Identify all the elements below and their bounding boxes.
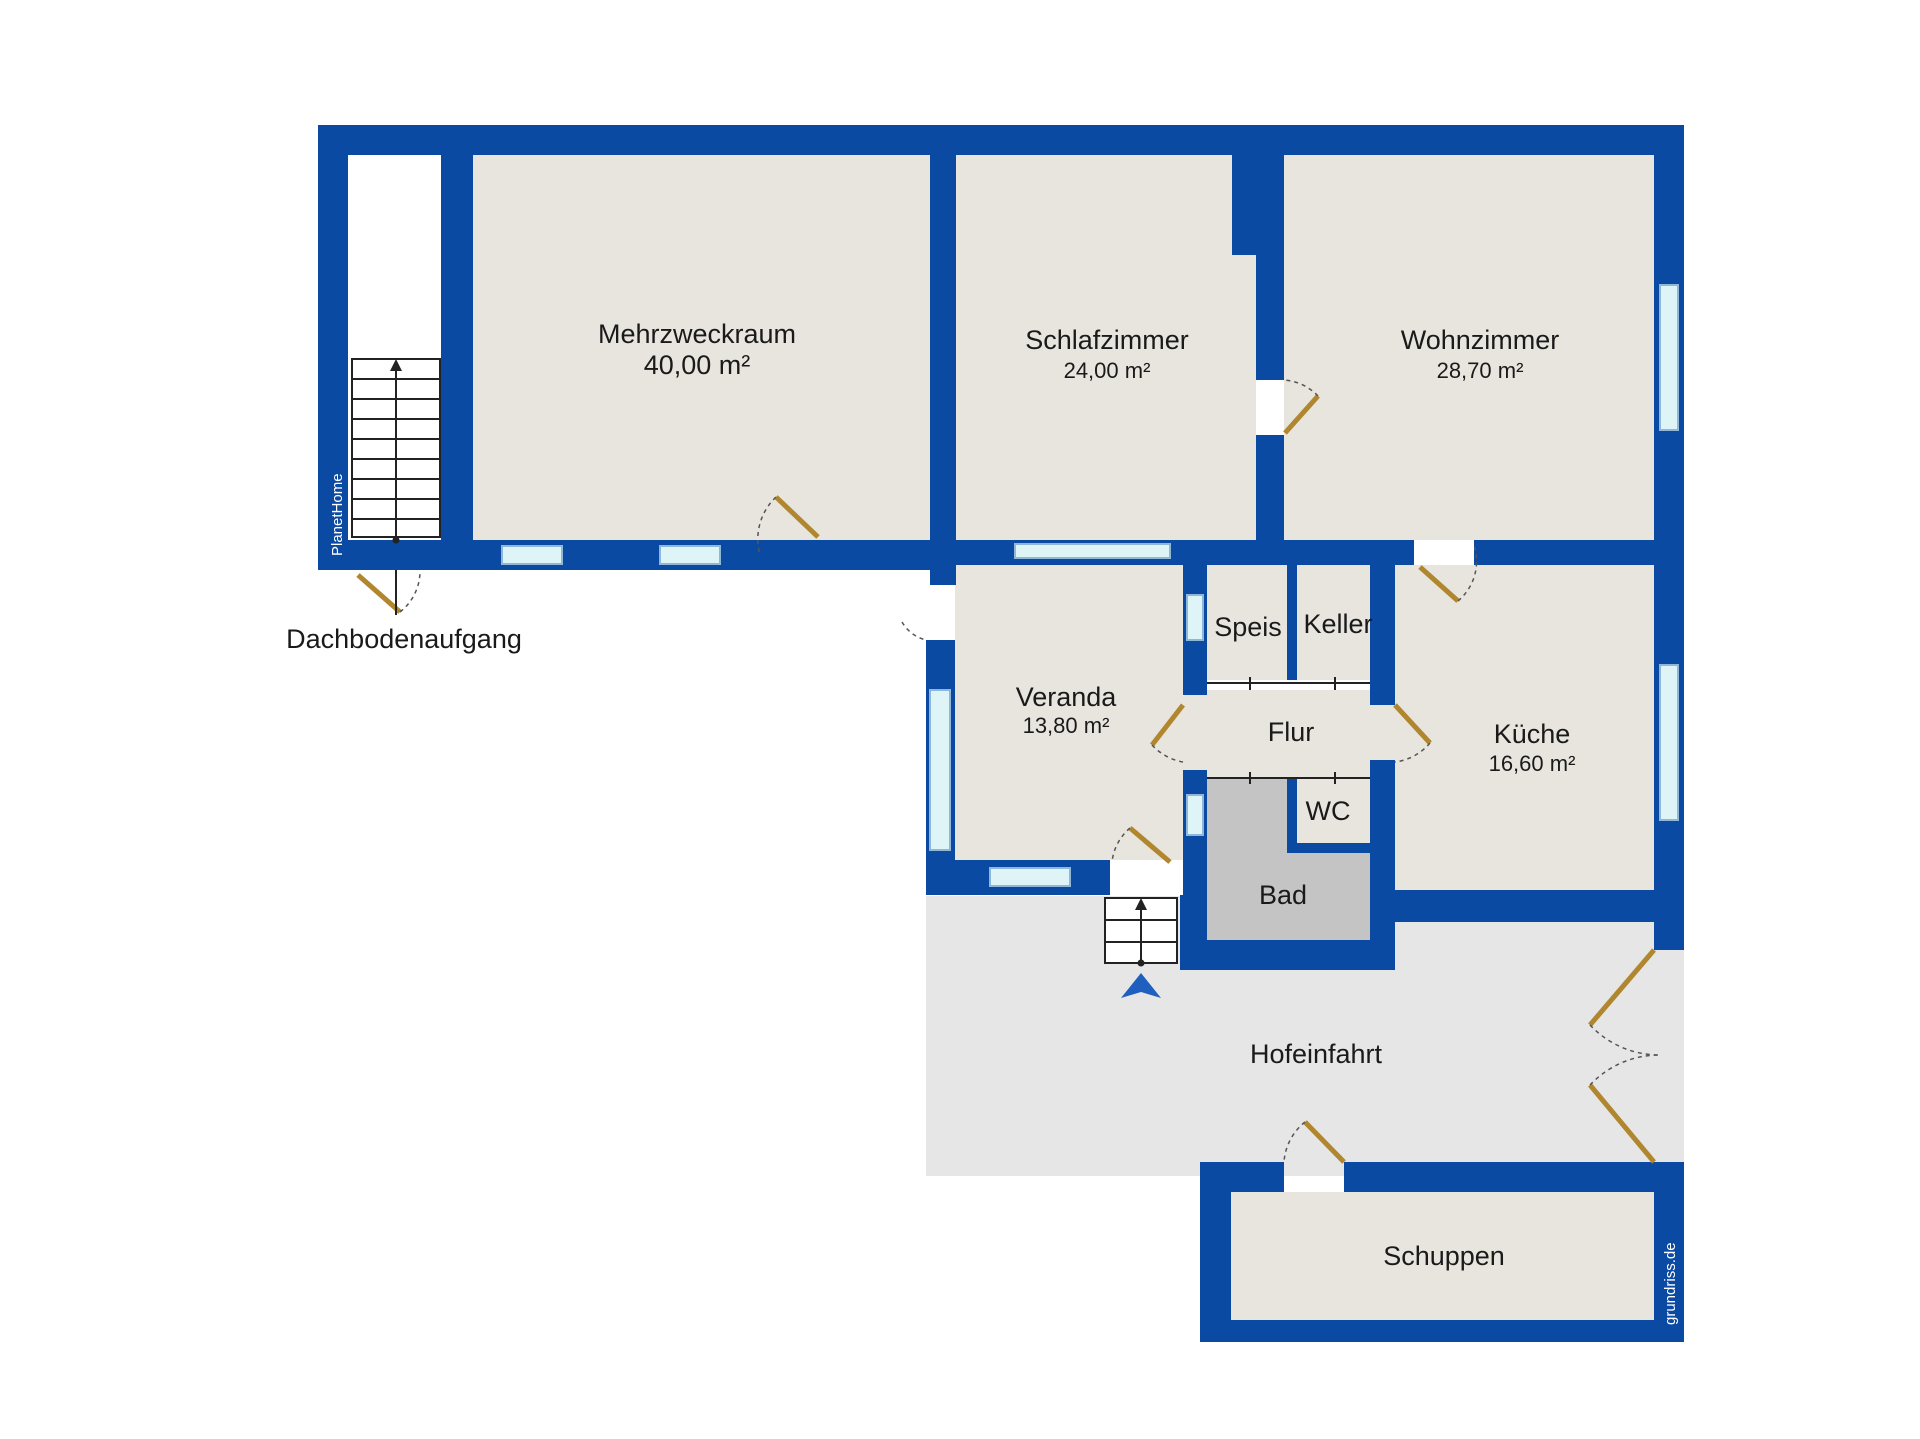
door — [1588, 1054, 1661, 1164]
windows — [501, 284, 1679, 887]
credit-left: PlanetHome — [329, 473, 346, 556]
room-name: Speis — [1214, 612, 1282, 642]
door — [900, 593, 928, 641]
room-name: Hofeinfahrt — [1250, 1039, 1383, 1069]
stair-landing — [348, 155, 441, 327]
door — [1283, 379, 1320, 435]
room-area: 16,60 m² — [1489, 751, 1576, 776]
mehrzweckraum-floor — [473, 155, 930, 540]
room-area: 24,00 m² — [1064, 358, 1151, 383]
room-name: Schlafzimmer — [1025, 325, 1189, 355]
room-name: Küche — [1494, 719, 1571, 749]
room-name: Wohnzimmer — [1401, 325, 1560, 355]
room-area: 13,80 m² — [1023, 713, 1110, 738]
schlafzimmer-floor — [956, 155, 1256, 540]
window — [929, 689, 951, 851]
window — [501, 545, 563, 565]
room-name: Bad — [1259, 880, 1307, 910]
veranda-floor — [955, 565, 1183, 860]
room-name: Mehrzweckraum — [598, 319, 796, 349]
entrance-arrow-icon — [1121, 973, 1161, 998]
door — [1111, 826, 1172, 864]
kueche-floor — [1395, 565, 1654, 890]
window — [1014, 543, 1171, 559]
room-name: WC — [1306, 796, 1351, 826]
window — [1186, 794, 1204, 836]
room-area: 28,70 m² — [1437, 358, 1524, 383]
schuppen-floor — [1231, 1192, 1654, 1320]
doors — [356, 379, 1661, 1164]
credit-right: grundriss.de — [1662, 1242, 1679, 1325]
room-floors — [348, 155, 1654, 1320]
door — [1418, 544, 1478, 603]
flur-floor — [1152, 690, 1425, 778]
room-name: Veranda — [1016, 682, 1118, 712]
window — [1659, 284, 1679, 431]
door — [1588, 948, 1661, 1056]
stairs-icon — [1104, 897, 1178, 967]
window — [659, 545, 721, 565]
door — [356, 571, 421, 614]
window — [1659, 664, 1679, 821]
window — [1186, 594, 1204, 641]
stairs-icon — [351, 358, 441, 615]
door — [1283, 1120, 1346, 1164]
window — [989, 867, 1071, 887]
speis-floor — [1207, 565, 1287, 680]
wohnzimmer-floor — [1284, 155, 1654, 540]
bad-tiles — [1207, 778, 1370, 940]
room-name: Flur — [1268, 717, 1315, 747]
room-labels: Mehrzweckraum 40,00 m² Schlafzimmer 24,0… — [286, 319, 1575, 1271]
room-name: Schuppen — [1383, 1241, 1505, 1271]
flur-opening-ticks — [1207, 677, 1370, 784]
room-name: Keller — [1303, 609, 1372, 639]
door — [757, 495, 820, 556]
door — [1150, 703, 1185, 763]
dachbodenaufgang-label: Dachbodenaufgang — [286, 624, 522, 654]
room-area: 40,00 m² — [644, 350, 751, 380]
door — [1393, 703, 1432, 763]
keller-floor — [1297, 565, 1370, 680]
